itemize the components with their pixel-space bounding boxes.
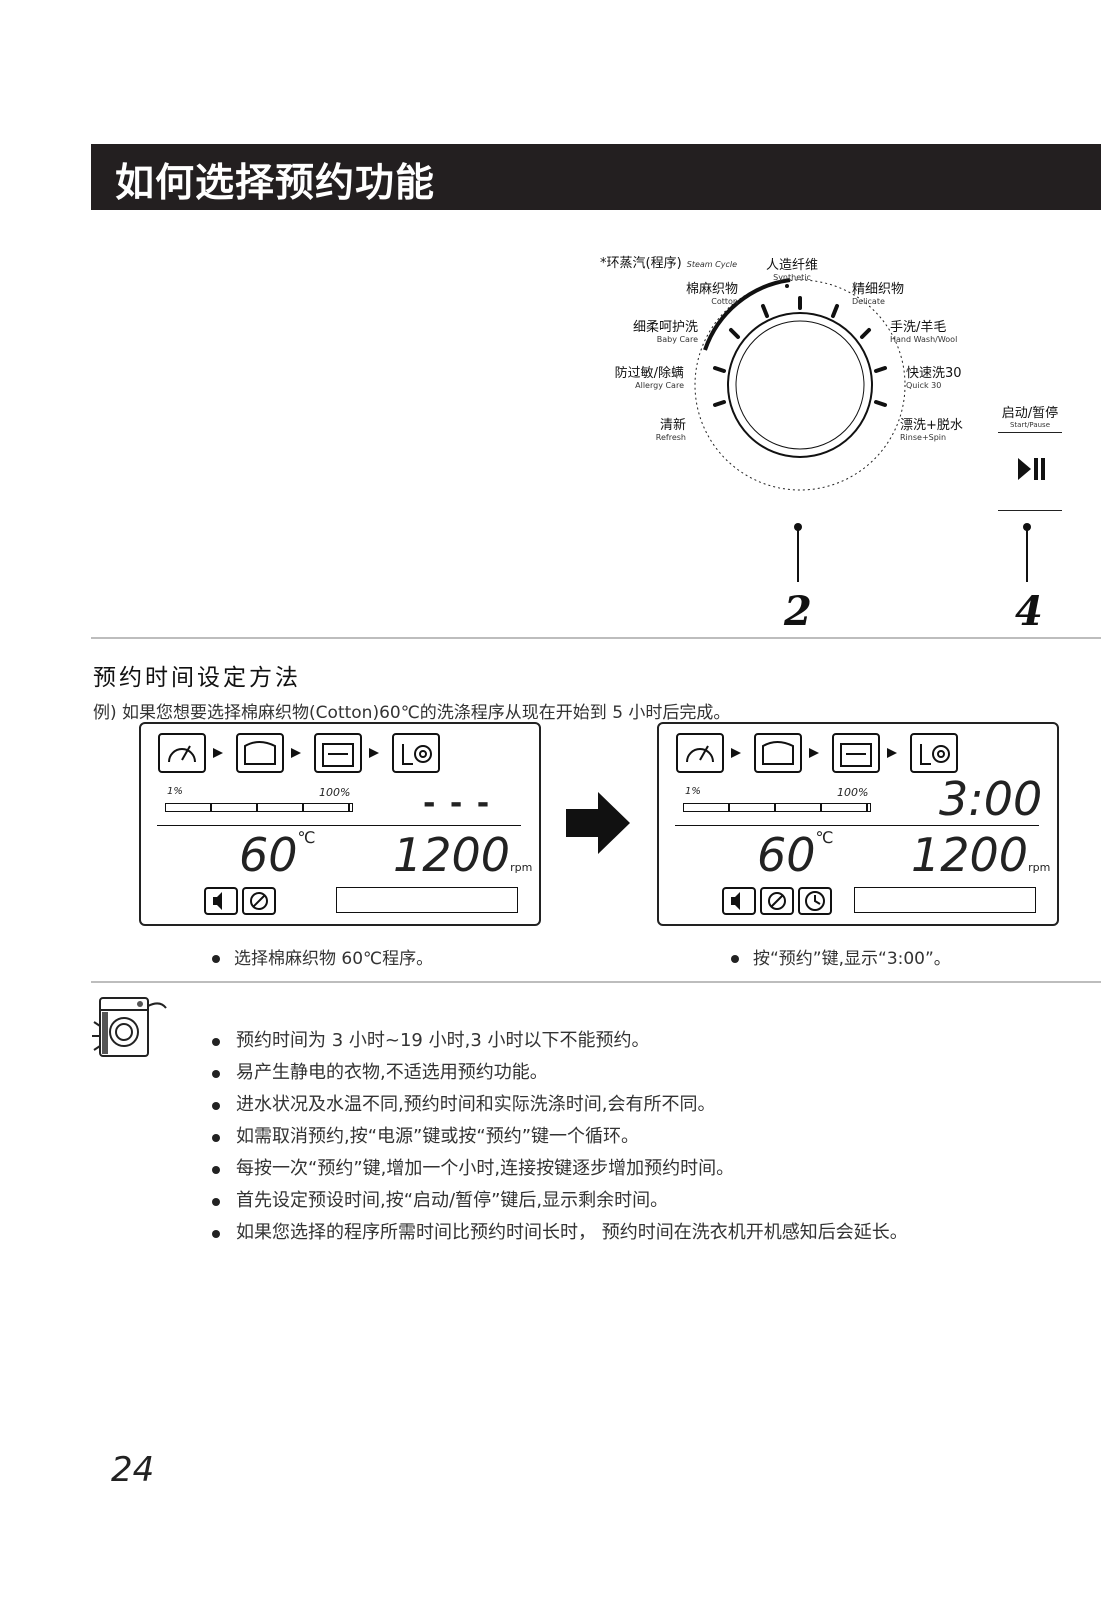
page-title: 如何选择预约功能 [115,161,436,206]
time-display: 3:00 [939,772,1043,826]
bar-right-label: 100% [319,786,351,799]
dial-illustration: *环蒸汽(程序) Steam Cycle 人造纤维 Synthetic 棉麻织物… [590,250,1000,510]
list-item: 易产生静电的衣物,不适选用预约功能。 [212,1057,982,1089]
divider [998,510,1062,511]
bar-left-label: 1% [167,786,183,797]
panel-divider [157,825,521,826]
status-icons [722,887,832,915]
list-item: 首先设定预设时间,按“启动/暂停”键后,显示剩余时间。 [212,1185,982,1217]
caption-after: 按“预约”键,显示“3:00”。 [731,944,951,969]
title-bar: 如何选择预约功能 [91,144,1101,210]
step-number-2: 2 [784,588,812,635]
section-divider [91,981,1101,983]
page-number: 24 [111,1450,155,1490]
divider [998,432,1062,433]
cycle-icons [158,733,440,773]
step-number-4: 4 [1015,588,1043,635]
status-icons [204,887,276,915]
label-synthetic: 人造纤维 Synthetic [766,258,819,282]
label-delicate: 精细织物 Delicate [852,282,905,306]
label-babycare: 细柔呵护洗 Baby Care [632,320,698,344]
play-pause-icon [1018,458,1045,480]
list-item: 如需取消预约,按“电源”键或按“预约”键一个循环。 [212,1121,982,1153]
start-pause-button[interactable] [1012,453,1048,485]
list-item: 如果您选择的程序所需时间比预约时间长时， 预约时间在洗衣机开机感知后会延长。 [212,1217,982,1249]
example-text: 例) 如果您想要选择棉麻织物(Cotton)60℃的洗涤程序从现在开始到 5 小… [93,703,731,723]
temperature-display: 60℃ [757,828,834,882]
callout-lines [794,523,1031,582]
arrow-right-icon [566,792,630,854]
panel-divider [675,825,1039,826]
progress-bar [683,803,871,812]
notes-list: 预约时间为 3 小时~19 小时,3 小时以下不能预约。 易产生静电的衣物,不适… [212,1025,982,1249]
label-rinse: 漂洗+脱水 Rinse+Spin [900,418,963,442]
message-box [336,887,518,913]
label-allergy: 防过敏/除螨 Allergy Care [614,366,684,390]
cycle-icons [676,733,958,773]
section-heading: 预约时间设定方法 [93,665,301,691]
label-steam: *环蒸汽(程序) Steam Cycle [600,256,737,271]
program-dial [694,278,906,491]
label-refresh: 清新 Refresh [655,418,686,442]
caption-before: 选择棉麻织物 60℃程序。 [212,944,433,969]
time-display: - - - [423,786,492,821]
label-handwash: 手洗/羊毛 Hand Wash/Wool [890,320,958,344]
label-cotton: 棉麻织物 Cotton [685,282,738,306]
label-quick: 快速洗30 Quick 30 [906,366,962,390]
message-box [854,887,1036,913]
spin-display: 1200rpm [911,828,1051,882]
list-item: 预约时间为 3 小时~19 小时,3 小时以下不能预约。 [212,1025,982,1057]
list-item: 进水状况及水温不同,预约时间和实际洗涤时间,会有所不同。 [212,1089,982,1121]
bar-right-label: 100% [837,786,869,799]
progress-bar [165,803,353,812]
display-panel-before: 1% 100% - - - 60℃ 1200rpm [139,722,541,926]
washing-machine-note-icon [92,997,167,1057]
list-item: 每按一次“预约”键,增加一个小时,连接按键逐步增加预约时间。 [212,1153,982,1185]
section-divider [91,637,1101,639]
bar-left-label: 1% [685,786,701,797]
spin-display: 1200rpm [393,828,533,882]
start-pause-label: 启动/暂停 Start/Pause [1001,406,1059,429]
display-panel-after: 1% 100% 3:00 60℃ 1200rpm [657,722,1059,926]
temperature-display: 60℃ [239,828,316,882]
